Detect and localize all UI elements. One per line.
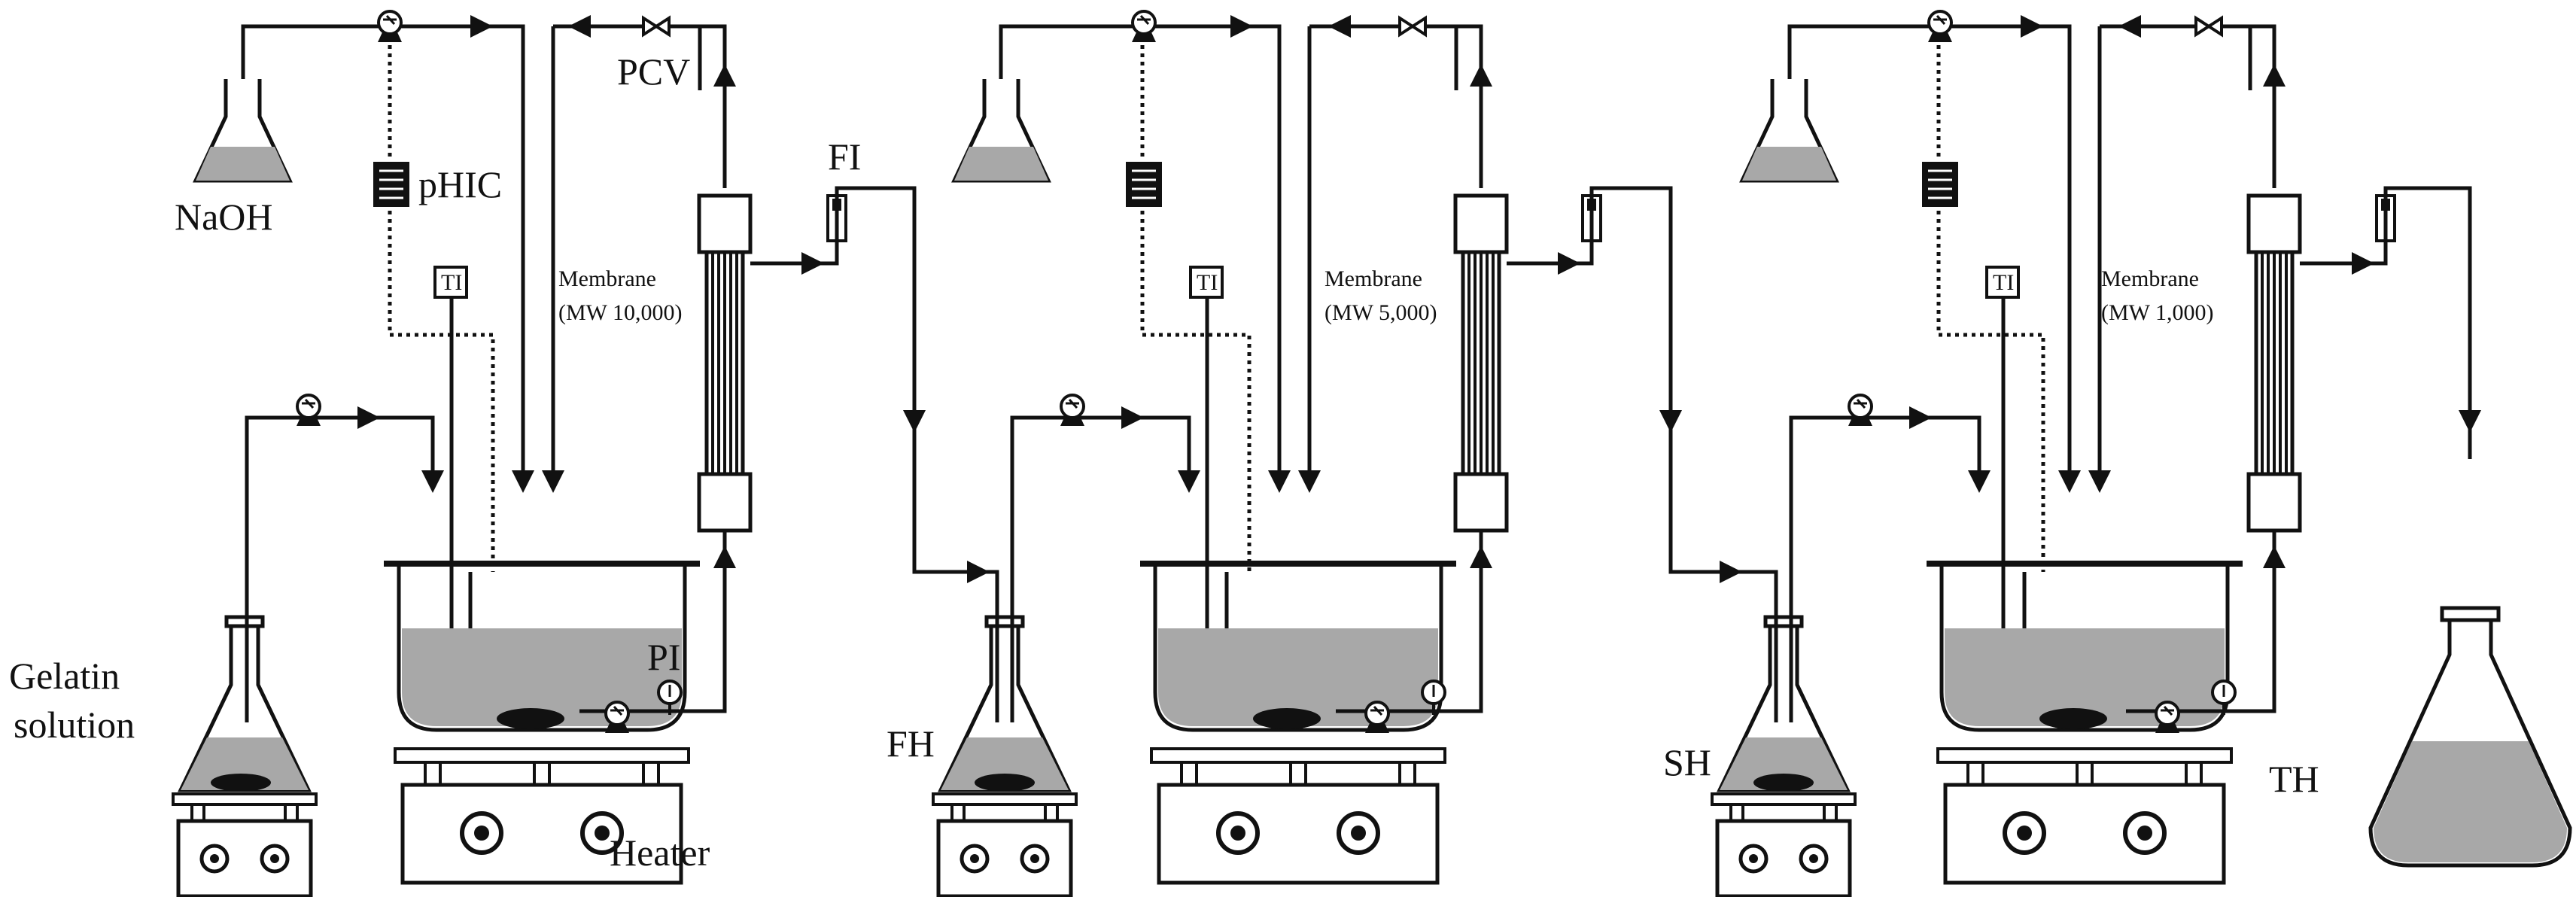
gelatin-solution-label-line1: Gelatin <box>9 655 120 697</box>
pressure-control-valve-1 <box>642 17 671 36</box>
naoh-dosing-line-1 <box>241 24 534 493</box>
naoh-flask-2 <box>951 79 1051 183</box>
fh-stirrer-plate <box>933 794 1076 896</box>
hydrolysis-reactor-2 <box>1140 561 1456 883</box>
fi-label: FI <box>828 135 861 178</box>
gelatin-solution-label-line2: solution <box>14 704 135 746</box>
pressure-control-valve-2 <box>1398 17 1427 36</box>
naoh-dosing-line-2 <box>999 24 1291 493</box>
naoh-label: NaOH <box>175 196 273 238</box>
membrane-mw-label-3: (MW 1,000) <box>2101 300 2213 325</box>
membrane-mw-label-1: (MW 10,000) <box>558 300 682 325</box>
fh-feed-pump <box>1059 394 1086 427</box>
pressure-control-valve-3 <box>2194 17 2223 36</box>
ti-label-1: TI <box>441 270 462 295</box>
circulation-pump-1 <box>604 701 631 734</box>
sh-stirrer-plate <box>1712 794 1855 896</box>
phic-label: pHIC <box>418 163 502 205</box>
naoh-flask-3 <box>1739 79 1839 183</box>
th-label: TH <box>2269 758 2319 800</box>
fh-flask <box>941 617 1069 792</box>
membrane-mw-label-2: (MW 5,000) <box>1324 300 1437 325</box>
temperature-indicator-3 <box>1985 266 2020 299</box>
naoh-pump-1 <box>376 10 403 44</box>
th-flask <box>2368 606 2572 868</box>
sh-feed-pump <box>1847 394 1874 427</box>
membrane-module-1 <box>699 196 750 531</box>
sh-feed-line <box>1789 415 1991 617</box>
membrane-module-3 <box>2249 196 2300 531</box>
hydrolysis-reactor-3 <box>1927 561 2243 883</box>
sh-flask <box>1720 617 1848 792</box>
fh-feed-line <box>1010 415 1200 617</box>
gelatin-flask <box>181 617 309 792</box>
ti-label-3: TI <box>1993 270 2014 295</box>
naoh-pump-2 <box>1130 10 1157 44</box>
gelatin-feed-line <box>245 415 444 625</box>
ti-label-2: TI <box>1197 270 1218 295</box>
gelatin-stirrer-plate <box>173 794 316 896</box>
membrane-label-3: Membrane <box>2101 266 2199 291</box>
ph-controller-1 <box>372 160 411 208</box>
heater-label: Heater <box>610 832 710 874</box>
pi-label: PI <box>647 636 680 678</box>
naoh-pump-3 <box>1927 10 1954 44</box>
sh-label: SH <box>1663 741 1711 783</box>
fh-label: FH <box>887 722 935 765</box>
ph-signal-line-2 <box>1140 45 1252 572</box>
circulation-pump-2 <box>1364 701 1391 734</box>
membrane-module-2 <box>1455 196 1507 531</box>
ph-signal-line-3 <box>1936 45 2045 572</box>
ph-signal-line-1 <box>388 45 495 572</box>
membrane-label-1: Membrane <box>558 266 656 291</box>
gelatin-feed-pump <box>295 394 322 427</box>
retentate-return-line-2 <box>1309 24 1458 90</box>
naoh-dosing-line-3 <box>1787 24 2081 493</box>
naoh-flask <box>193 79 293 183</box>
ph-controller-2 <box>1124 160 1163 208</box>
membrane-label-2: Membrane <box>1324 266 1422 291</box>
circulation-pump-3 <box>2154 701 2181 734</box>
pcv-label: PCV <box>617 50 690 93</box>
ph-controller-3 <box>1921 160 1960 208</box>
retentate-return-line-3 <box>2100 24 2252 90</box>
